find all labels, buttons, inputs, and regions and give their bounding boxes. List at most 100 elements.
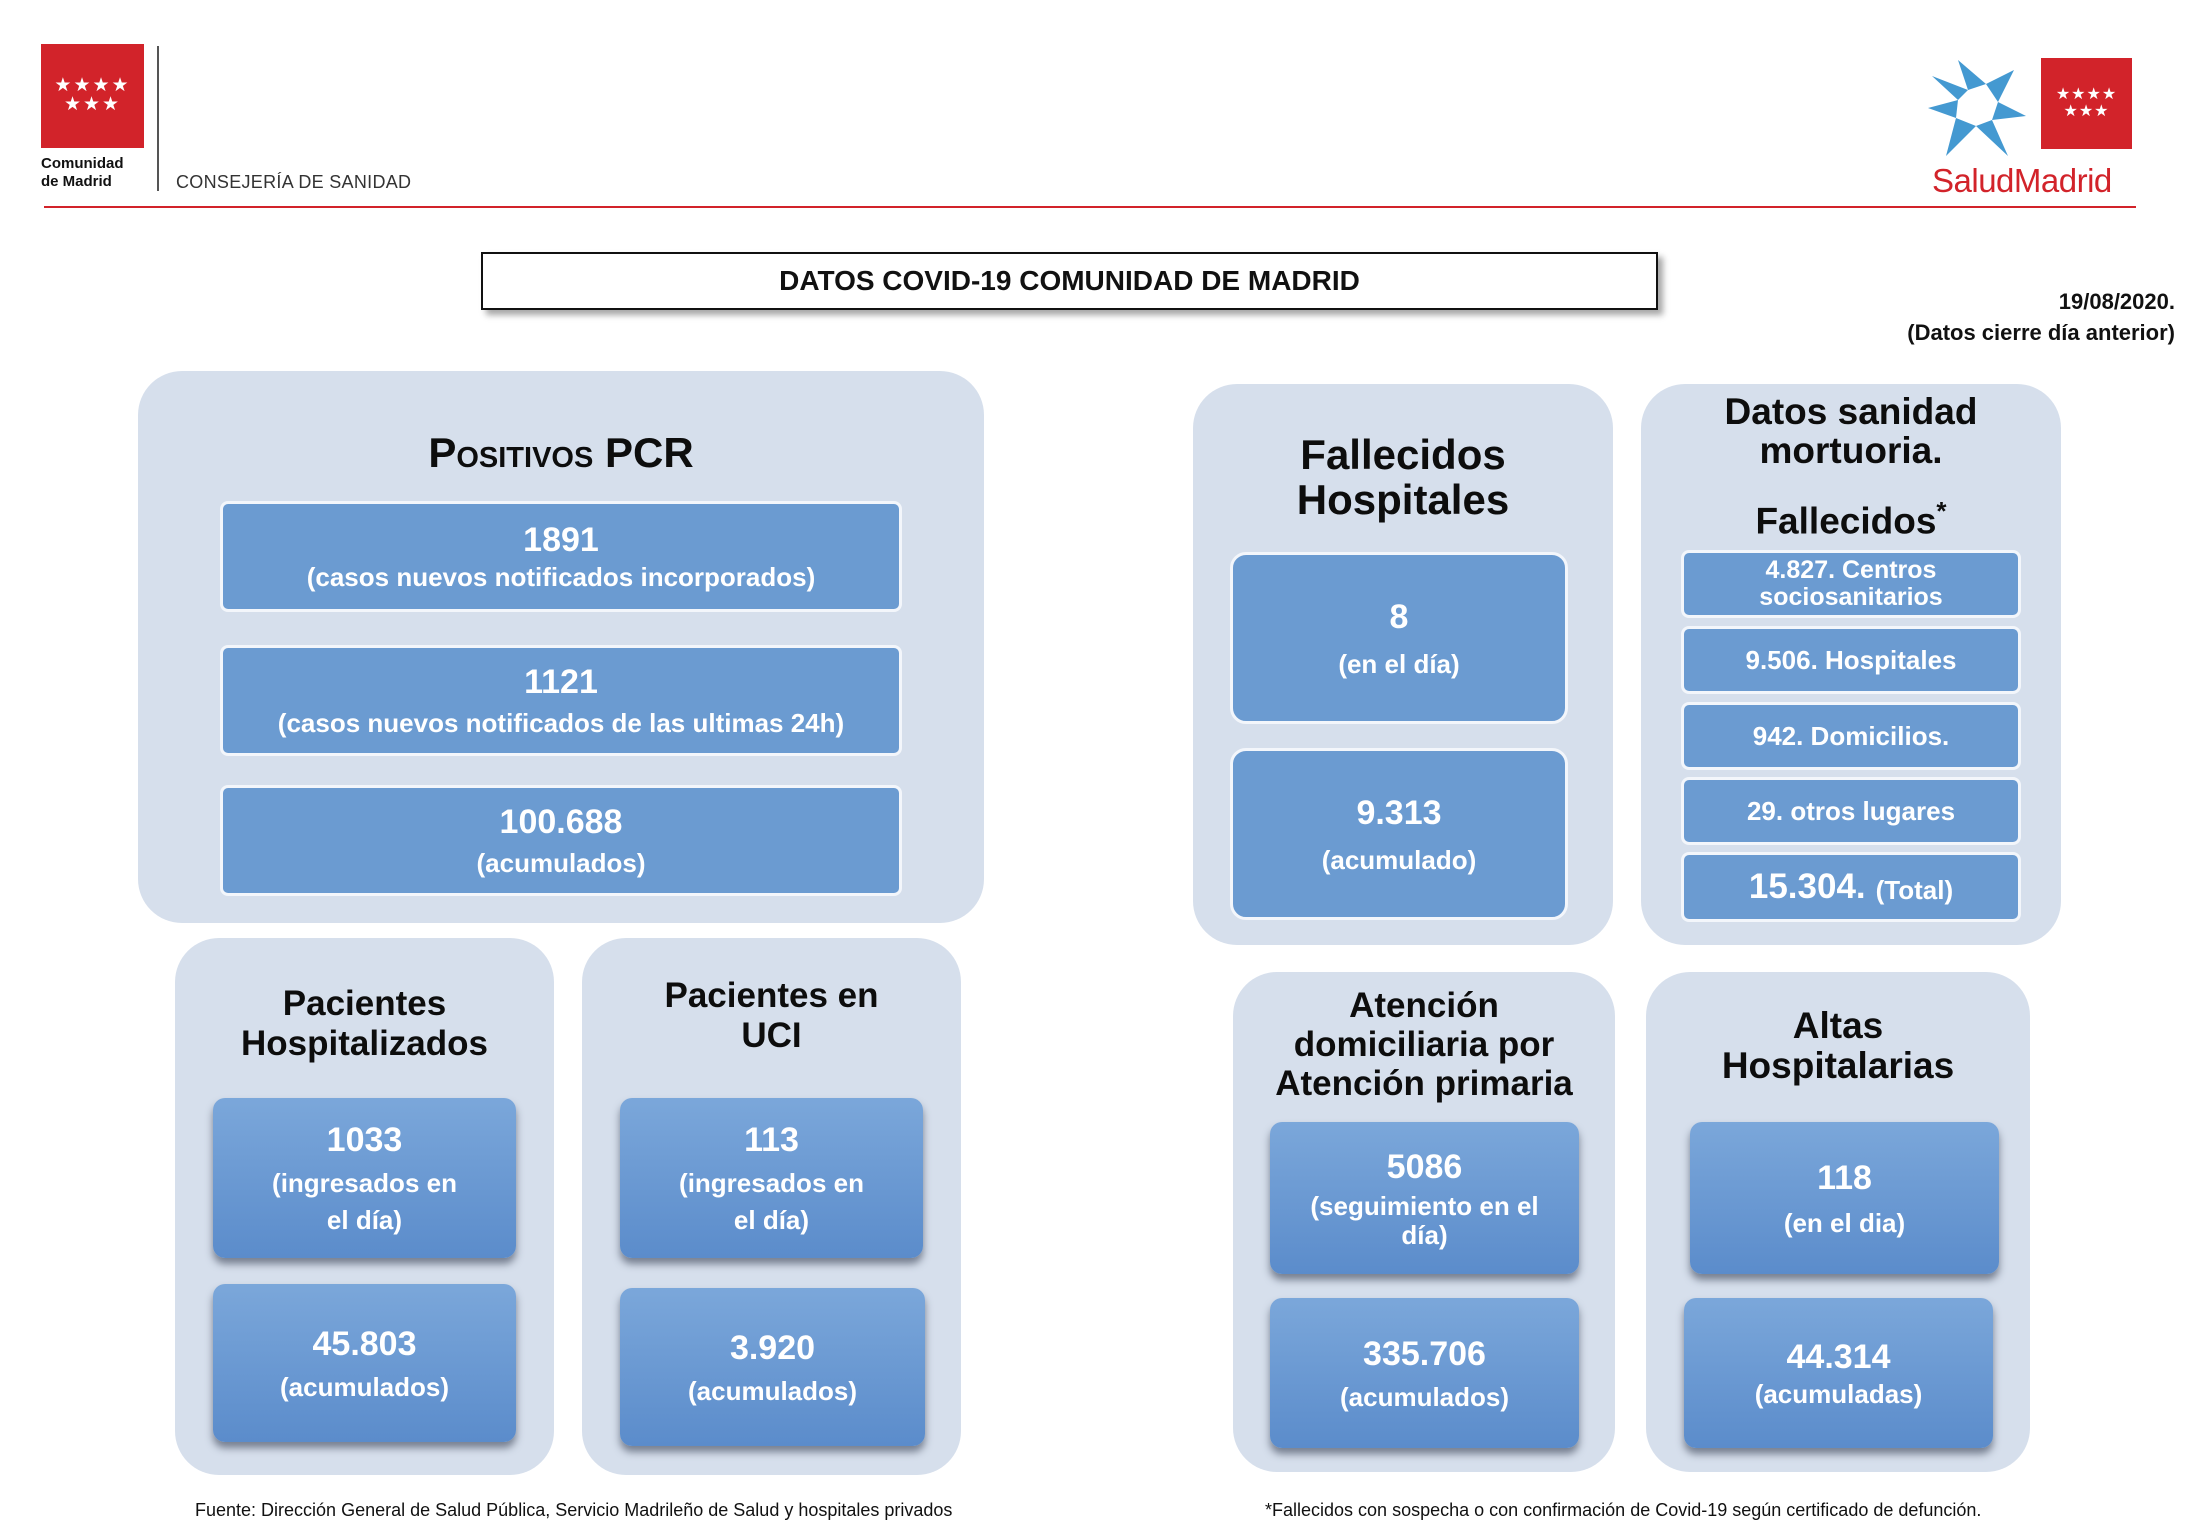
org-name: Comunidad de Madrid (41, 155, 151, 191)
altas-title-line2: Hospitalarias (1721, 1045, 1955, 1086)
hospitalizados-value-acumulados: 45.803 (312, 1324, 417, 1363)
atencion-desc-dia-2: día) (1401, 1220, 1448, 1250)
mortuoria-box-otros: 29. otros lugares (1681, 777, 2021, 845)
uci-title-line2: UCI (741, 1016, 802, 1055)
mortuoria-box-domicilios: 942. Domicilios. (1681, 702, 2021, 770)
uci-value-dia: 113 (744, 1121, 799, 1159)
mortuoria-hospitales: 9.506. Hospitales (1745, 644, 1957, 675)
salud-logo-text: SaludMadrid (1932, 162, 2112, 199)
date-line: 19/08/2020. (2058, 289, 2175, 314)
panel-uci: Pacientes en UCI 113 (ingresados en el d… (582, 938, 961, 1475)
hospitalizados-title-line2: Hospitalizados (241, 1024, 488, 1063)
mortuoria-box-hospitales: 9.506. Hospitales (1681, 626, 2021, 694)
atencion-title-line3: Atención primaria (1275, 1064, 1573, 1103)
header-divider (157, 46, 159, 191)
uci-box-dia: 113 (ingresados en el día) (620, 1098, 923, 1258)
salud-red-square: ★★★★ ★★★ (2041, 58, 2132, 149)
fallecidos-desc-dia: (en el día) (1338, 648, 1460, 679)
uci-title-line1: Pacientes en (664, 976, 879, 1015)
fallecidos-title-line1: Fallecidos (1300, 431, 1506, 478)
mortuoria-otros: 29. otros lugares (1746, 795, 1956, 826)
hospitalizados-title-line1: Pacientes (282, 984, 447, 1023)
panel-mortuoria: Datos sanidad mortuoria. Fallecidos* 4.8… (1641, 384, 2061, 945)
pcr-value-incorporados: 1891 (523, 521, 599, 559)
altas-title-line1: Altas (1792, 1005, 1884, 1046)
salud-star-icon (1928, 60, 2026, 156)
mortuoria-title-line3-wrap: Fallecidos* (1641, 492, 2061, 540)
atencion-title-line2: domiciliaria por (1293, 1025, 1555, 1064)
atencion-value-acumulados: 335.706 (1363, 1334, 1486, 1373)
fallecidos-value-acumulado: 9.313 (1356, 793, 1442, 832)
hospitalizados-desc-dia-1: (ingresados en (272, 1168, 457, 1198)
panel-title-atencion: Atención domiciliaria por Atención prima… (1233, 986, 1615, 1103)
pcr-desc-24h: (casos nuevos notificados de las ultimas… (277, 708, 845, 738)
mortuoria-title-line3: Fallecidos (1755, 500, 1937, 542)
atencion-value-dia: 5086 (1386, 1148, 1463, 1186)
pcr-box-24h: 1121 (casos nuevos notificados de las ul… (220, 645, 902, 756)
hospitalizados-box-dia: 1033 (ingresados en el día) (213, 1098, 516, 1258)
atencion-desc-acumulados: (acumulados) (1339, 1381, 1510, 1412)
uci-box-acumulados: 3.920 (acumulados) (620, 1288, 925, 1446)
panel-title-uci: Pacientes en UCI (582, 976, 961, 1056)
department-name: CONSEJERÍA DE SANIDAD (176, 172, 412, 192)
fallecidos-desc-acumulado: (acumulado) (1321, 844, 1477, 875)
page-title: DATOS COVID-19 COMUNIDAD DE MADRID (481, 252, 1658, 310)
comunidad-madrid-logo: ★★★★ ★★★ (41, 44, 144, 148)
fallecidos-box-dia: 8 (en el día) (1230, 552, 1568, 724)
salud-logo-stars: ★★★★ ★★★ (2055, 86, 2118, 120)
altas-box-acumuladas: 44.314 (acumuladas) (1684, 1298, 1993, 1448)
panel-title-hospitalizados: Pacientes Hospitalizados (175, 984, 554, 1064)
mortuoria-domicilios: 942. Domicilios. (1752, 720, 1950, 751)
atencion-box-dia: 5086 (seguimiento en el día) (1270, 1122, 1579, 1274)
panel-atencion-domiciliaria: Atención domiciliaria por Atención prima… (1233, 972, 1615, 1472)
footer-source: Fuente: Dirección General de Salud Públi… (195, 1500, 953, 1520)
atencion-desc-dia-1: (seguimiento en el (1310, 1191, 1539, 1221)
fallecidos-value-dia: 8 (1389, 597, 1409, 636)
mortuoria-title-line1: Datos sanidad (1724, 391, 1978, 432)
org-name-line2: de Madrid (41, 173, 112, 190)
panel-title-altas: Altas Hospitalarias (1646, 1006, 2030, 1086)
uci-desc-dia-1: (ingresados en (679, 1168, 864, 1198)
altas-box-dia: 118 (en el dia) (1690, 1122, 1999, 1274)
altas-value-dia: 118 (1817, 1158, 1872, 1197)
pcr-value-acumulados: 100.688 (499, 803, 623, 841)
footer-note: *Fallecidos con sospecha o con confirmac… (1265, 1500, 1982, 1520)
pcr-value-24h: 1121 (524, 663, 598, 701)
salud-madrid-logo: ★★★★ ★★★ SaludMadrid (1928, 58, 2138, 208)
pcr-desc-acumulados: (acumulados) (476, 848, 646, 878)
panel-title-mortuoria: Datos sanidad mortuoria. Fallecidos* (1641, 392, 2061, 540)
uci-desc-acumulados: (acumulados) (687, 1375, 858, 1406)
date-subline: (Datos cierre día anterior) (1907, 320, 2175, 345)
mortuoria-sociosanitarios-line1: 4.827. Centros (1765, 556, 1937, 584)
hospitalizados-value-dia: 1033 (326, 1121, 403, 1159)
panel-title-fallecidos: Fallecidos Hospitales (1193, 432, 1613, 522)
mortuoria-total-label: (Total) (1875, 874, 1954, 905)
altas-value-acumuladas: 44.314 (1786, 1337, 1891, 1376)
mortuoria-box-total: 15.304. (Total) (1681, 852, 2021, 922)
atencion-box-acumulados: 335.706 (acumulados) (1270, 1298, 1579, 1448)
mortuoria-asterisk: * (1936, 496, 1947, 526)
panel-hospitalizados: Pacientes Hospitalizados 1033 (ingresado… (175, 938, 554, 1475)
hospitalizados-desc-acumulados: (acumulados) (279, 1371, 450, 1402)
pcr-box-incorporados: 1891 (casos nuevos notificados incorpora… (220, 501, 902, 612)
logo-stars: ★★★★ ★★★ (54, 75, 131, 115)
altas-desc-dia: (en el dia) (1783, 1207, 1906, 1238)
pcr-desc-incorporados: (casos nuevos notificados incorporados) (306, 562, 816, 592)
hospitalizados-box-acumulados: 45.803 (acumulados) (213, 1284, 516, 1442)
org-name-line1: Comunidad (41, 155, 124, 172)
uci-value-acumulados: 3.920 (729, 1328, 816, 1367)
mortuoria-box-sociosanitarios: 4.827. Centros sociosanitarios (1681, 550, 2021, 618)
mortuoria-total-value: 15.304. (1748, 867, 1866, 906)
panel-positivos-pcr: Positivos PCR 1891 (casos nuevos notific… (138, 371, 984, 923)
fallecidos-box-acumulado: 9.313 (acumulado) (1230, 748, 1568, 920)
fallecidos-title-line2: Hospitales (1296, 476, 1510, 523)
mortuoria-title-line2: mortuoria. (1759, 430, 1943, 471)
panel-title-pcr: Positivos PCR (428, 429, 694, 476)
atencion-title-line1: Atención (1349, 986, 1499, 1025)
panel-fallecidos-hospitales: Fallecidos Hospitales 8 (en el día) 9.31… (1193, 384, 1613, 945)
uci-desc-dia-2: el día) (733, 1205, 810, 1235)
mortuoria-sociosanitarios-line2: sociosanitarios (1759, 583, 1943, 611)
panel-altas-hospitalarias: Altas Hospitalarias 118 (en el dia) 44.3… (1646, 972, 2030, 1472)
hospitalizados-desc-dia-2: el día) (326, 1205, 403, 1235)
altas-desc-acumuladas: (acumuladas) (1754, 1378, 1923, 1409)
